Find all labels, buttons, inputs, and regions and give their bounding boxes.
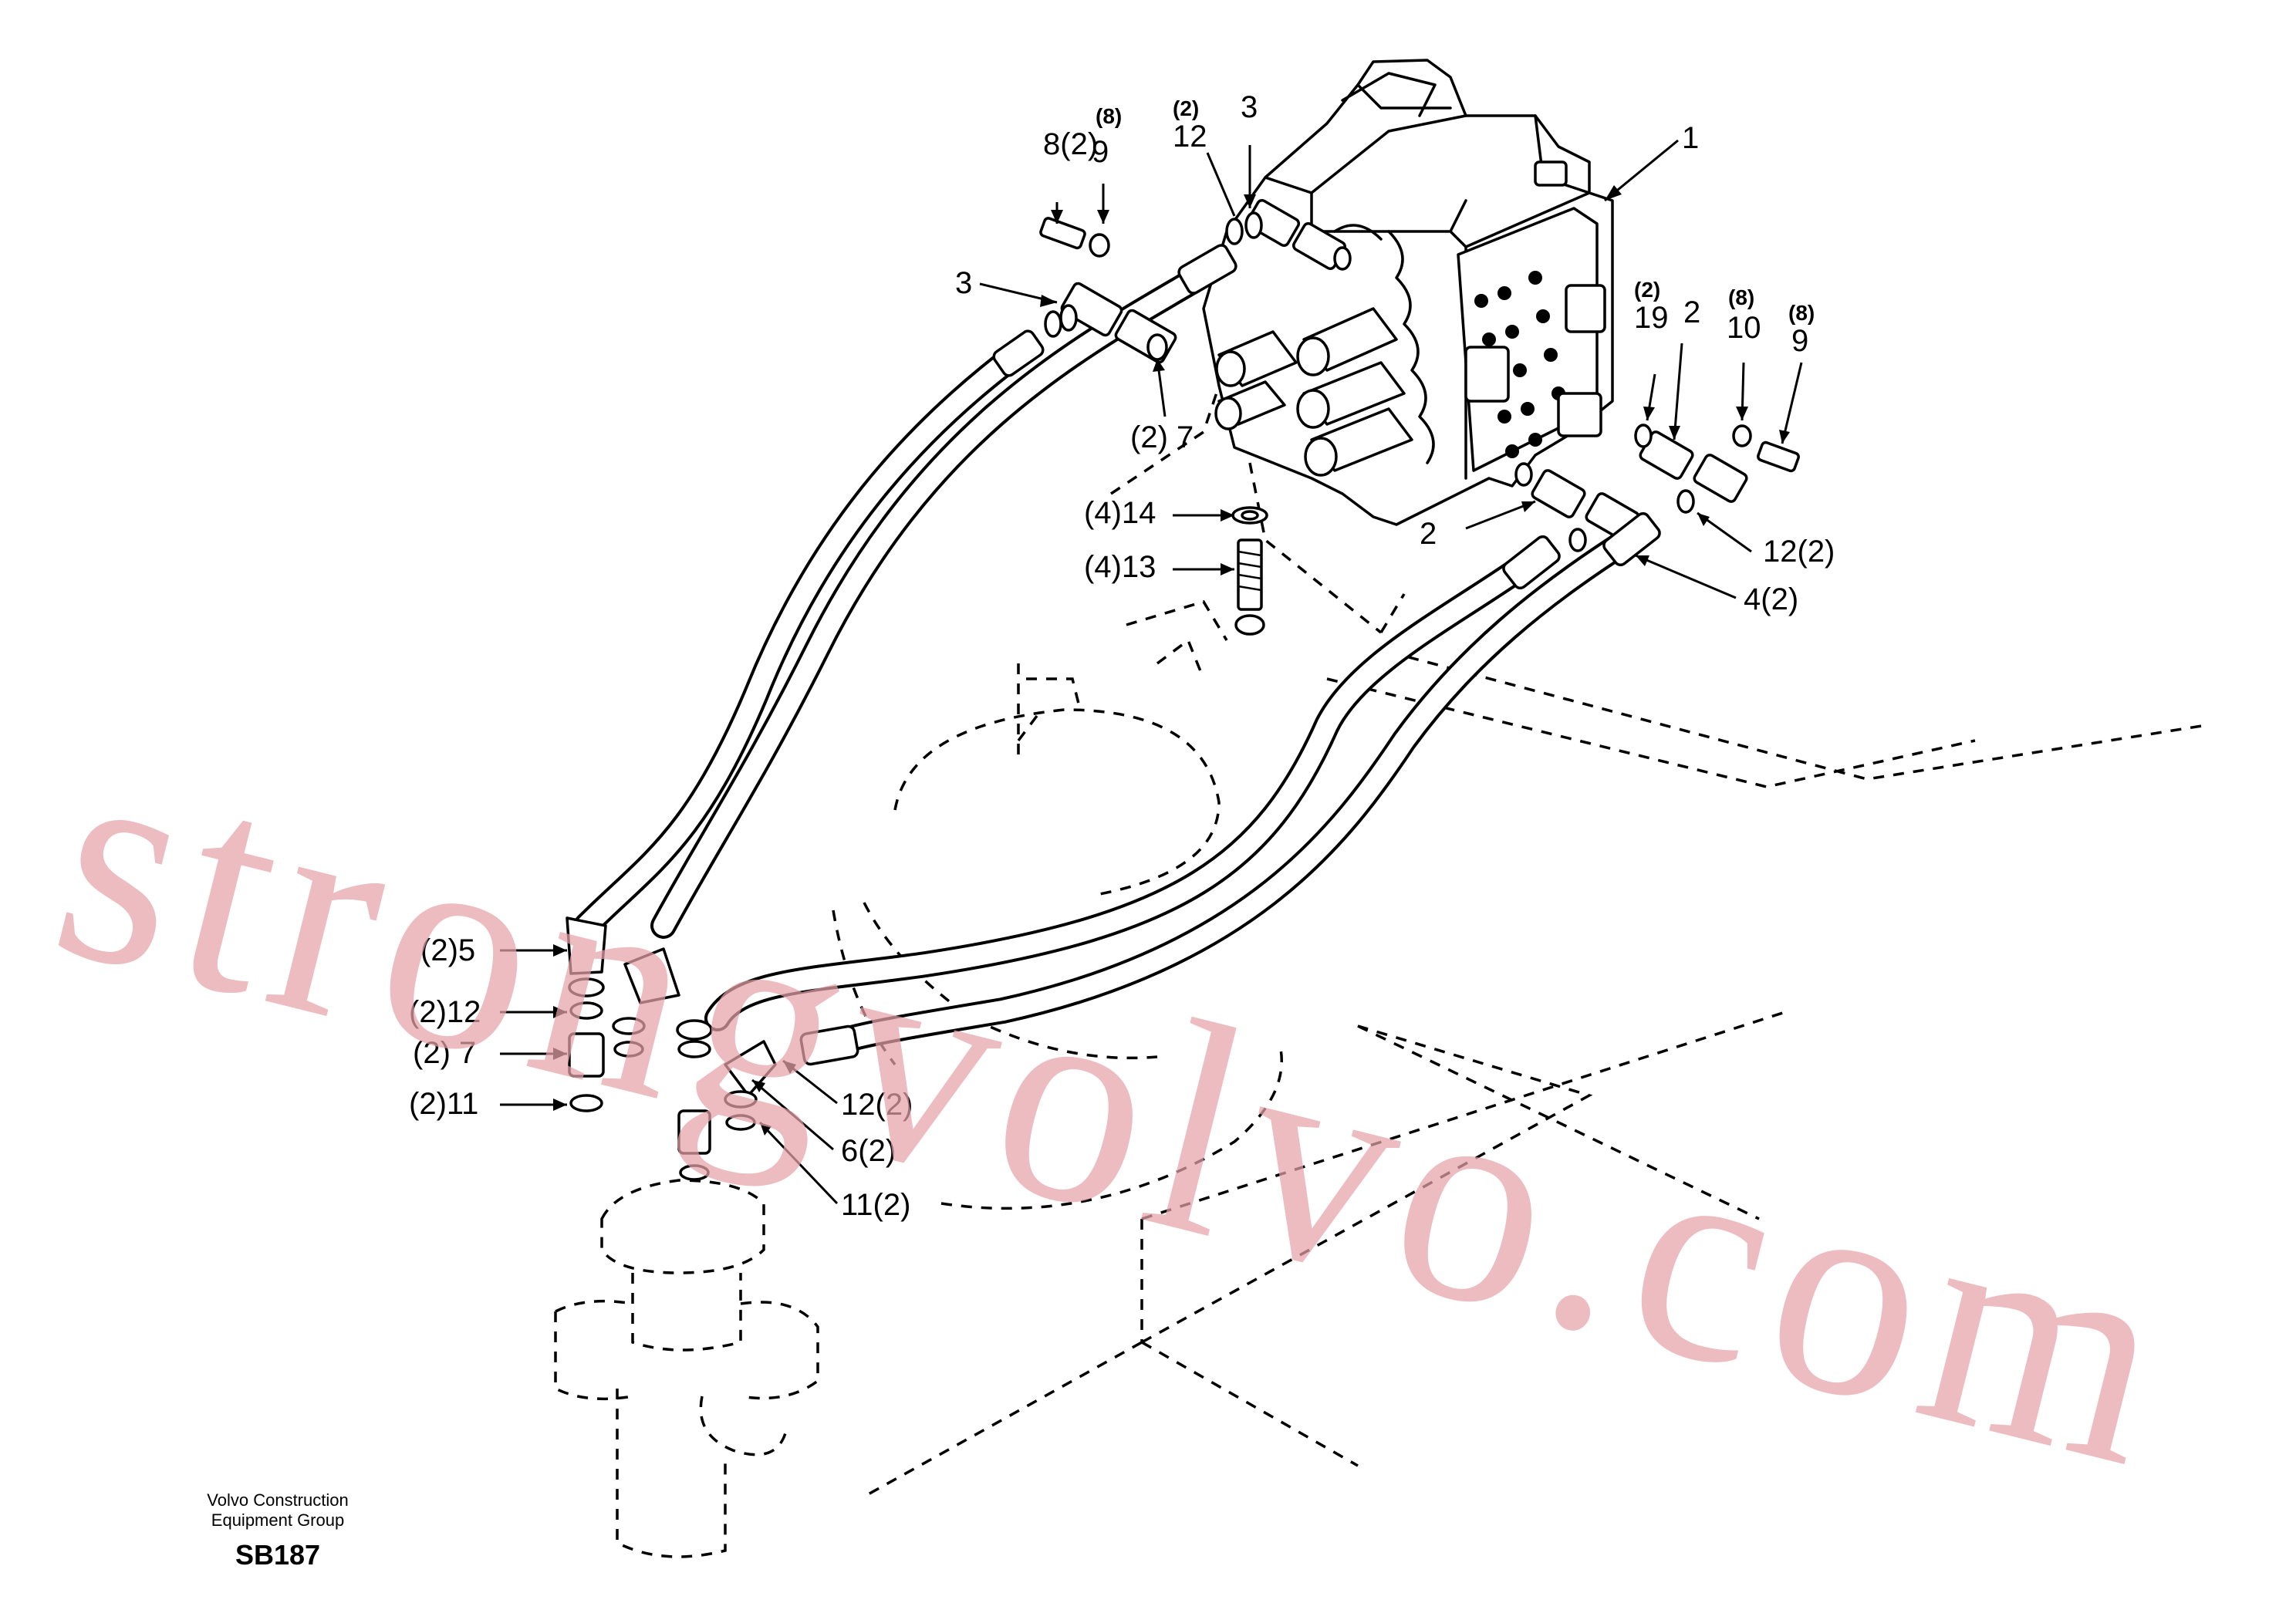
credit-line-1: Volvo Construction bbox=[207, 1490, 348, 1510]
watermark: strongvolvo.com bbox=[30, 687, 2207, 1533]
dashed-frame-structure bbox=[554, 362, 2207, 1558]
callout-9b: 9 bbox=[1791, 324, 1808, 358]
callout-8: (2) 7 bbox=[1130, 420, 1194, 454]
callout-6: 6(2) bbox=[841, 1134, 896, 1168]
callout-3a-sub: 12 bbox=[1173, 120, 1207, 154]
swivel-fittings bbox=[566, 916, 859, 1181]
callout-11b: 11(2) bbox=[841, 1188, 910, 1222]
callout-12a: (2)12 bbox=[409, 995, 481, 1029]
callout-19-qty: (2) bbox=[1634, 278, 1660, 302]
callout-9a: 8(2) bbox=[1043, 127, 1098, 161]
callout-3a: 3 bbox=[1241, 90, 1258, 124]
credit-block: Volvo Construction Equipment Group SB187 bbox=[207, 1490, 348, 1571]
callout-19: 19 bbox=[1634, 301, 1669, 335]
callout-9b-qty: (8) bbox=[1788, 301, 1815, 325]
callout-12b: 12(2) bbox=[841, 1088, 913, 1122]
callout-5: (2)5 bbox=[420, 933, 475, 967]
callout-3a-qty: (2) bbox=[1173, 96, 1199, 120]
callout-11a: (2)11 bbox=[409, 1087, 478, 1121]
callout-14: (4)14 bbox=[1084, 496, 1156, 530]
callout-labels: 1 (2) 12 3 3 8(2) (8) 9 (2) 7 (4)14 (4)1… bbox=[409, 90, 1835, 1222]
callout-10a: 9 bbox=[1092, 135, 1109, 169]
callout-1: 1 bbox=[1682, 121, 1699, 155]
watermark-text: strongvolvo.com bbox=[30, 687, 2207, 1533]
callout-4: 4(2) bbox=[1744, 582, 1798, 616]
callout-10a-qty: (8) bbox=[1096, 104, 1122, 128]
diagram-code: SB187 bbox=[235, 1539, 320, 1571]
control-valve-block bbox=[1202, 59, 1614, 526]
callout-leaders bbox=[500, 139, 1803, 1205]
callout-2a: 2 bbox=[1683, 295, 1700, 329]
callout-7: (2) 7 bbox=[413, 1036, 476, 1070]
callout-2b: 2 bbox=[1420, 517, 1437, 551]
callout-3b: 3 bbox=[955, 266, 972, 300]
credit-line-2: Equipment Group bbox=[211, 1510, 344, 1530]
callout-10b-qty: (8) bbox=[1728, 285, 1754, 309]
valve-fittings bbox=[992, 198, 1800, 636]
callout-12c: 12(2) bbox=[1763, 535, 1835, 569]
callout-13: (4)13 bbox=[1084, 550, 1156, 584]
hydraulic-hoses bbox=[573, 257, 1641, 1055]
callout-10b: 10 bbox=[1727, 311, 1761, 345]
